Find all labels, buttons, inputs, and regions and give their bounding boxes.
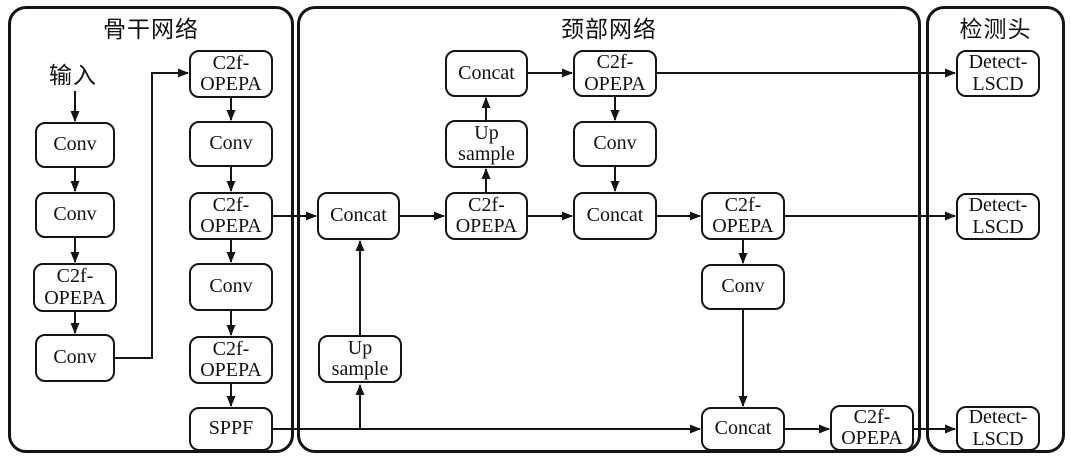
node-c2f-opepa: C2f- OPEPA [189,192,273,240]
panel-head [926,6,1065,453]
node-c2f-opepa: C2f- OPEPA [33,263,117,312]
node-concat: Concat [445,50,528,97]
node-detect-lscd: Detect- LSCD [956,406,1040,451]
node-c2f-opepa: C2f- OPEPA [189,50,273,98]
node-conv: Conv [189,263,273,311]
panel-neck [297,6,921,453]
node-conv: Conv [35,334,115,382]
node-conv: Conv [701,264,785,310]
node-c2f-opepa: C2f- OPEPA [701,192,785,240]
node-upsample: Up sample [445,120,528,168]
node-conv: Conv [35,192,115,238]
node-concat: Concat [573,192,657,240]
node-sppf: SPPF [189,407,273,451]
node-conv: Conv [35,122,115,168]
node-concat: Concat [317,192,400,240]
node-c2f-opepa: C2f- OPEPA [573,50,657,97]
node-c2f-opepa: C2f- OPEPA [189,336,273,384]
node-c2f-opepa: C2f- OPEPA [445,192,528,240]
node-conv: Conv [573,121,657,167]
node-concat: Concat [701,407,785,451]
node-upsample: Up sample [318,335,402,383]
panel-backbone [8,6,294,453]
neck-title: 颈部网络 [561,17,657,42]
backbone-title: 骨干网络 [103,17,199,42]
input-label: 输入 [49,63,97,88]
node-conv: Conv [189,121,273,167]
node-c2f-opepa: C2f- OPEPA [830,405,914,451]
node-detect-lscd: Detect- LSCD [956,193,1040,240]
node-detect-lscd: Detect- LSCD [956,50,1040,97]
head-title: 检测头 [959,17,1032,42]
